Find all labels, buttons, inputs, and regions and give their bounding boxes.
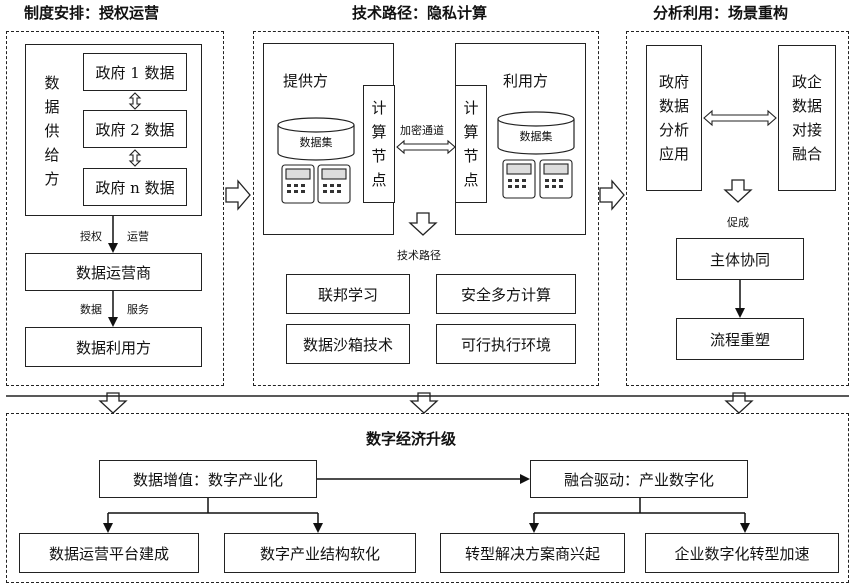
collab-box: 主体协同: [676, 238, 804, 280]
promote-label: 促成: [727, 216, 749, 229]
upgrade-frame: [6, 413, 849, 583]
upgrade-title: 数字经济升级: [366, 430, 457, 448]
channel-label: 加密通道: [400, 124, 444, 137]
section-title-analysis: 分析利用：场景重构: [653, 4, 789, 22]
device-icon: [281, 159, 573, 204]
govn-data-box: 政府 n 数据: [83, 168, 187, 206]
tee-box: 可行执行环境: [436, 324, 576, 364]
analysis-double-arrow-icon: [703, 109, 777, 127]
block-arrow-icon: [98, 179, 754, 414]
auth-label: 授权: [80, 230, 102, 243]
federated-learning-box: 联邦学习: [286, 274, 410, 314]
gov2-data-box: 政府 2 数据: [83, 110, 187, 148]
operator-box: 数据运营商: [25, 253, 202, 291]
gov1-data-box: 政府 1 数据: [83, 53, 187, 91]
branch-arrows-right: [529, 498, 750, 533]
platform-box: 数据运营平台建成: [19, 533, 199, 573]
tech-frame: [253, 31, 599, 386]
enterprise-fusion-box: 政企 数据 对接 融合: [778, 45, 836, 191]
provider-dataset-text: 数据集: [299, 136, 333, 149]
provider-compute-node: 计 算 节 点: [363, 85, 395, 203]
database-icon: [277, 111, 575, 161]
consumer-label: 利用方: [503, 72, 549, 90]
user-box: 数据利用方: [25, 327, 202, 367]
reshape-box: 流程重塑: [676, 318, 804, 360]
device-keys-icon: [287, 179, 563, 193]
consumer-compute-node: 计 算 节 点: [455, 85, 487, 203]
sandbox-box: 数据沙箱技术: [286, 324, 410, 364]
service-label: 服务: [127, 303, 149, 316]
gov-app-box: 政府 数据 分析 应用: [646, 45, 702, 191]
institution-frame: [6, 31, 224, 386]
value-add-box: 数据增值：数字产业化: [99, 460, 317, 498]
provider-label: 提供方: [283, 72, 329, 90]
section-title-institution: 制度安排：授权运营: [24, 4, 160, 22]
supply-group: [25, 44, 202, 216]
fusion-box: 融合驱动：产业数字化: [530, 460, 748, 498]
transform-box: 企业数字化转型加速: [645, 533, 839, 573]
analysis-frame: [626, 31, 849, 386]
consumer-dataset-text: 数据集: [519, 130, 553, 143]
double-arrow-icon: [128, 92, 142, 167]
path-label: 技术路径: [397, 249, 441, 262]
mpc-box: 安全多方计算: [436, 274, 576, 314]
operate-label: 运营: [127, 230, 149, 243]
branch-arrows-left: [103, 498, 323, 533]
soften-box: 数字产业结构软化: [224, 533, 416, 573]
section-title-tech: 技术路径：隐私计算: [352, 4, 488, 22]
solution-box: 转型解决方案商兴起: [440, 533, 625, 573]
data-label: 数据: [80, 303, 102, 316]
supply-label: 数 据 供 给 方: [44, 74, 60, 188]
channel-double-arrow-icon: [396, 139, 456, 155]
